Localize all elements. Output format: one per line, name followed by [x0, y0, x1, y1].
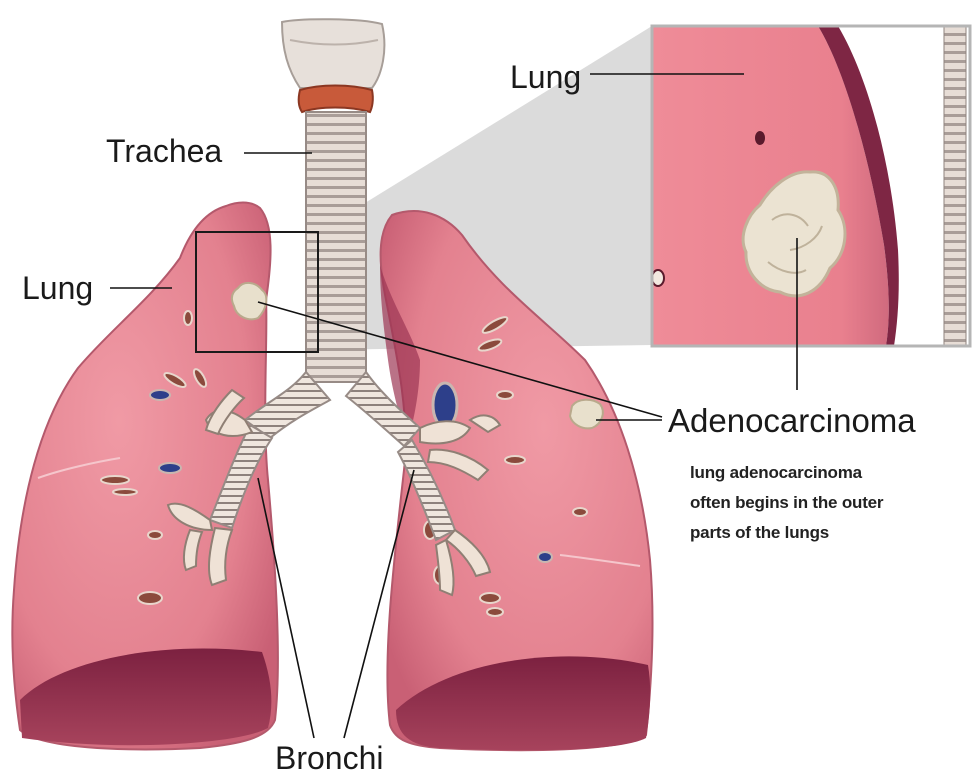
- bronchi-label: Bronchi: [275, 742, 384, 774]
- tumor-right: [570, 400, 603, 429]
- lung-label-inset: Lung: [510, 61, 581, 93]
- lung-label-left: Lung: [22, 272, 93, 304]
- trachea-label: Trachea: [106, 135, 222, 167]
- caption: lung adenocarcinoma often begins in the …: [690, 458, 974, 548]
- adenocarcinoma-label: Adenocarcinoma: [668, 404, 916, 437]
- caption-line-2: often begins in the outer: [690, 488, 974, 518]
- caption-line-3: parts of the lungs: [690, 518, 974, 548]
- tumor-left: [232, 283, 266, 319]
- caption-line-1: lung adenocarcinoma: [690, 458, 974, 488]
